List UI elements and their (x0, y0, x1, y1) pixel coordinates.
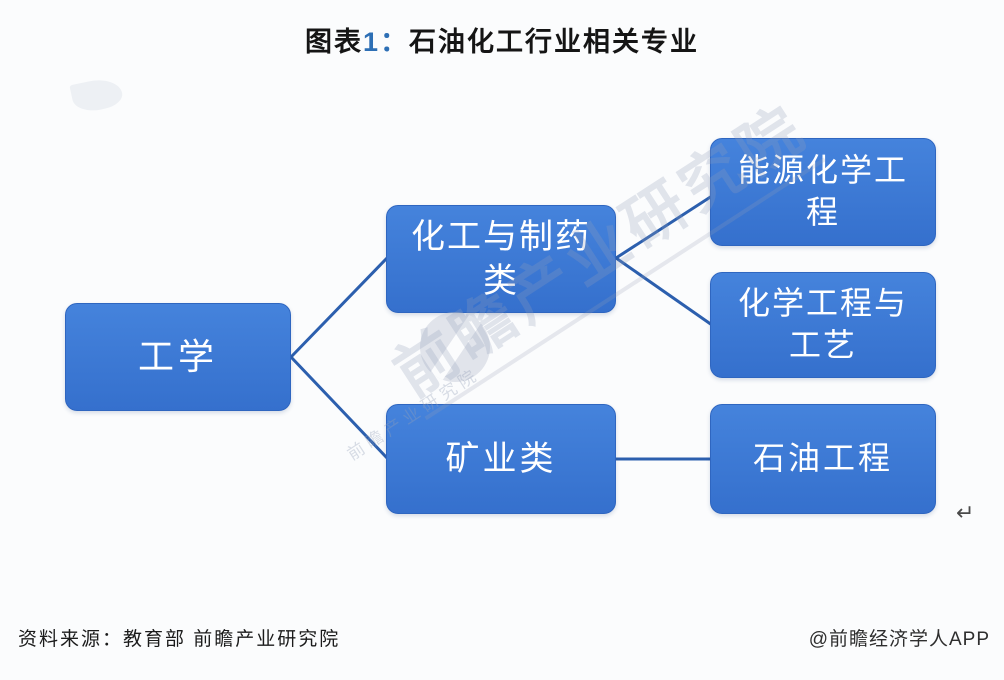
node-chemical-pharma-class: 化工与制药类 (386, 205, 616, 313)
node-engineering: 工学 (65, 303, 291, 411)
credit-note: @前瞻经济学人APP (808, 629, 990, 650)
page-title: 图表1：石油化工行业相关专业 (0, 20, 1004, 59)
node-chem-engineering-tech: 化学工程与工艺 (710, 272, 936, 378)
source-note: 资料来源：教育部 前瞻产业研究院 (18, 629, 341, 650)
title-number: 1 (362, 27, 381, 57)
return-symbol: ↵ (956, 500, 975, 525)
connector-root-to-branch-top (289, 255, 390, 359)
connector-root-to-branch-bottom (289, 355, 390, 461)
title-prefix: 图表 (304, 27, 363, 57)
connector-branch-to-leaf-middle (614, 256, 714, 327)
node-petroleum-engineering: 石油工程 (710, 404, 936, 514)
node-energy-chem-engineering: 能源化学工程 (710, 138, 936, 246)
title-main: 石油化工行业相关专业 (409, 27, 700, 57)
node-mining-class: 矿业类 (386, 404, 616, 514)
connector-branch-to-leaf-top (614, 194, 714, 260)
title-colon: ： (380, 27, 410, 57)
